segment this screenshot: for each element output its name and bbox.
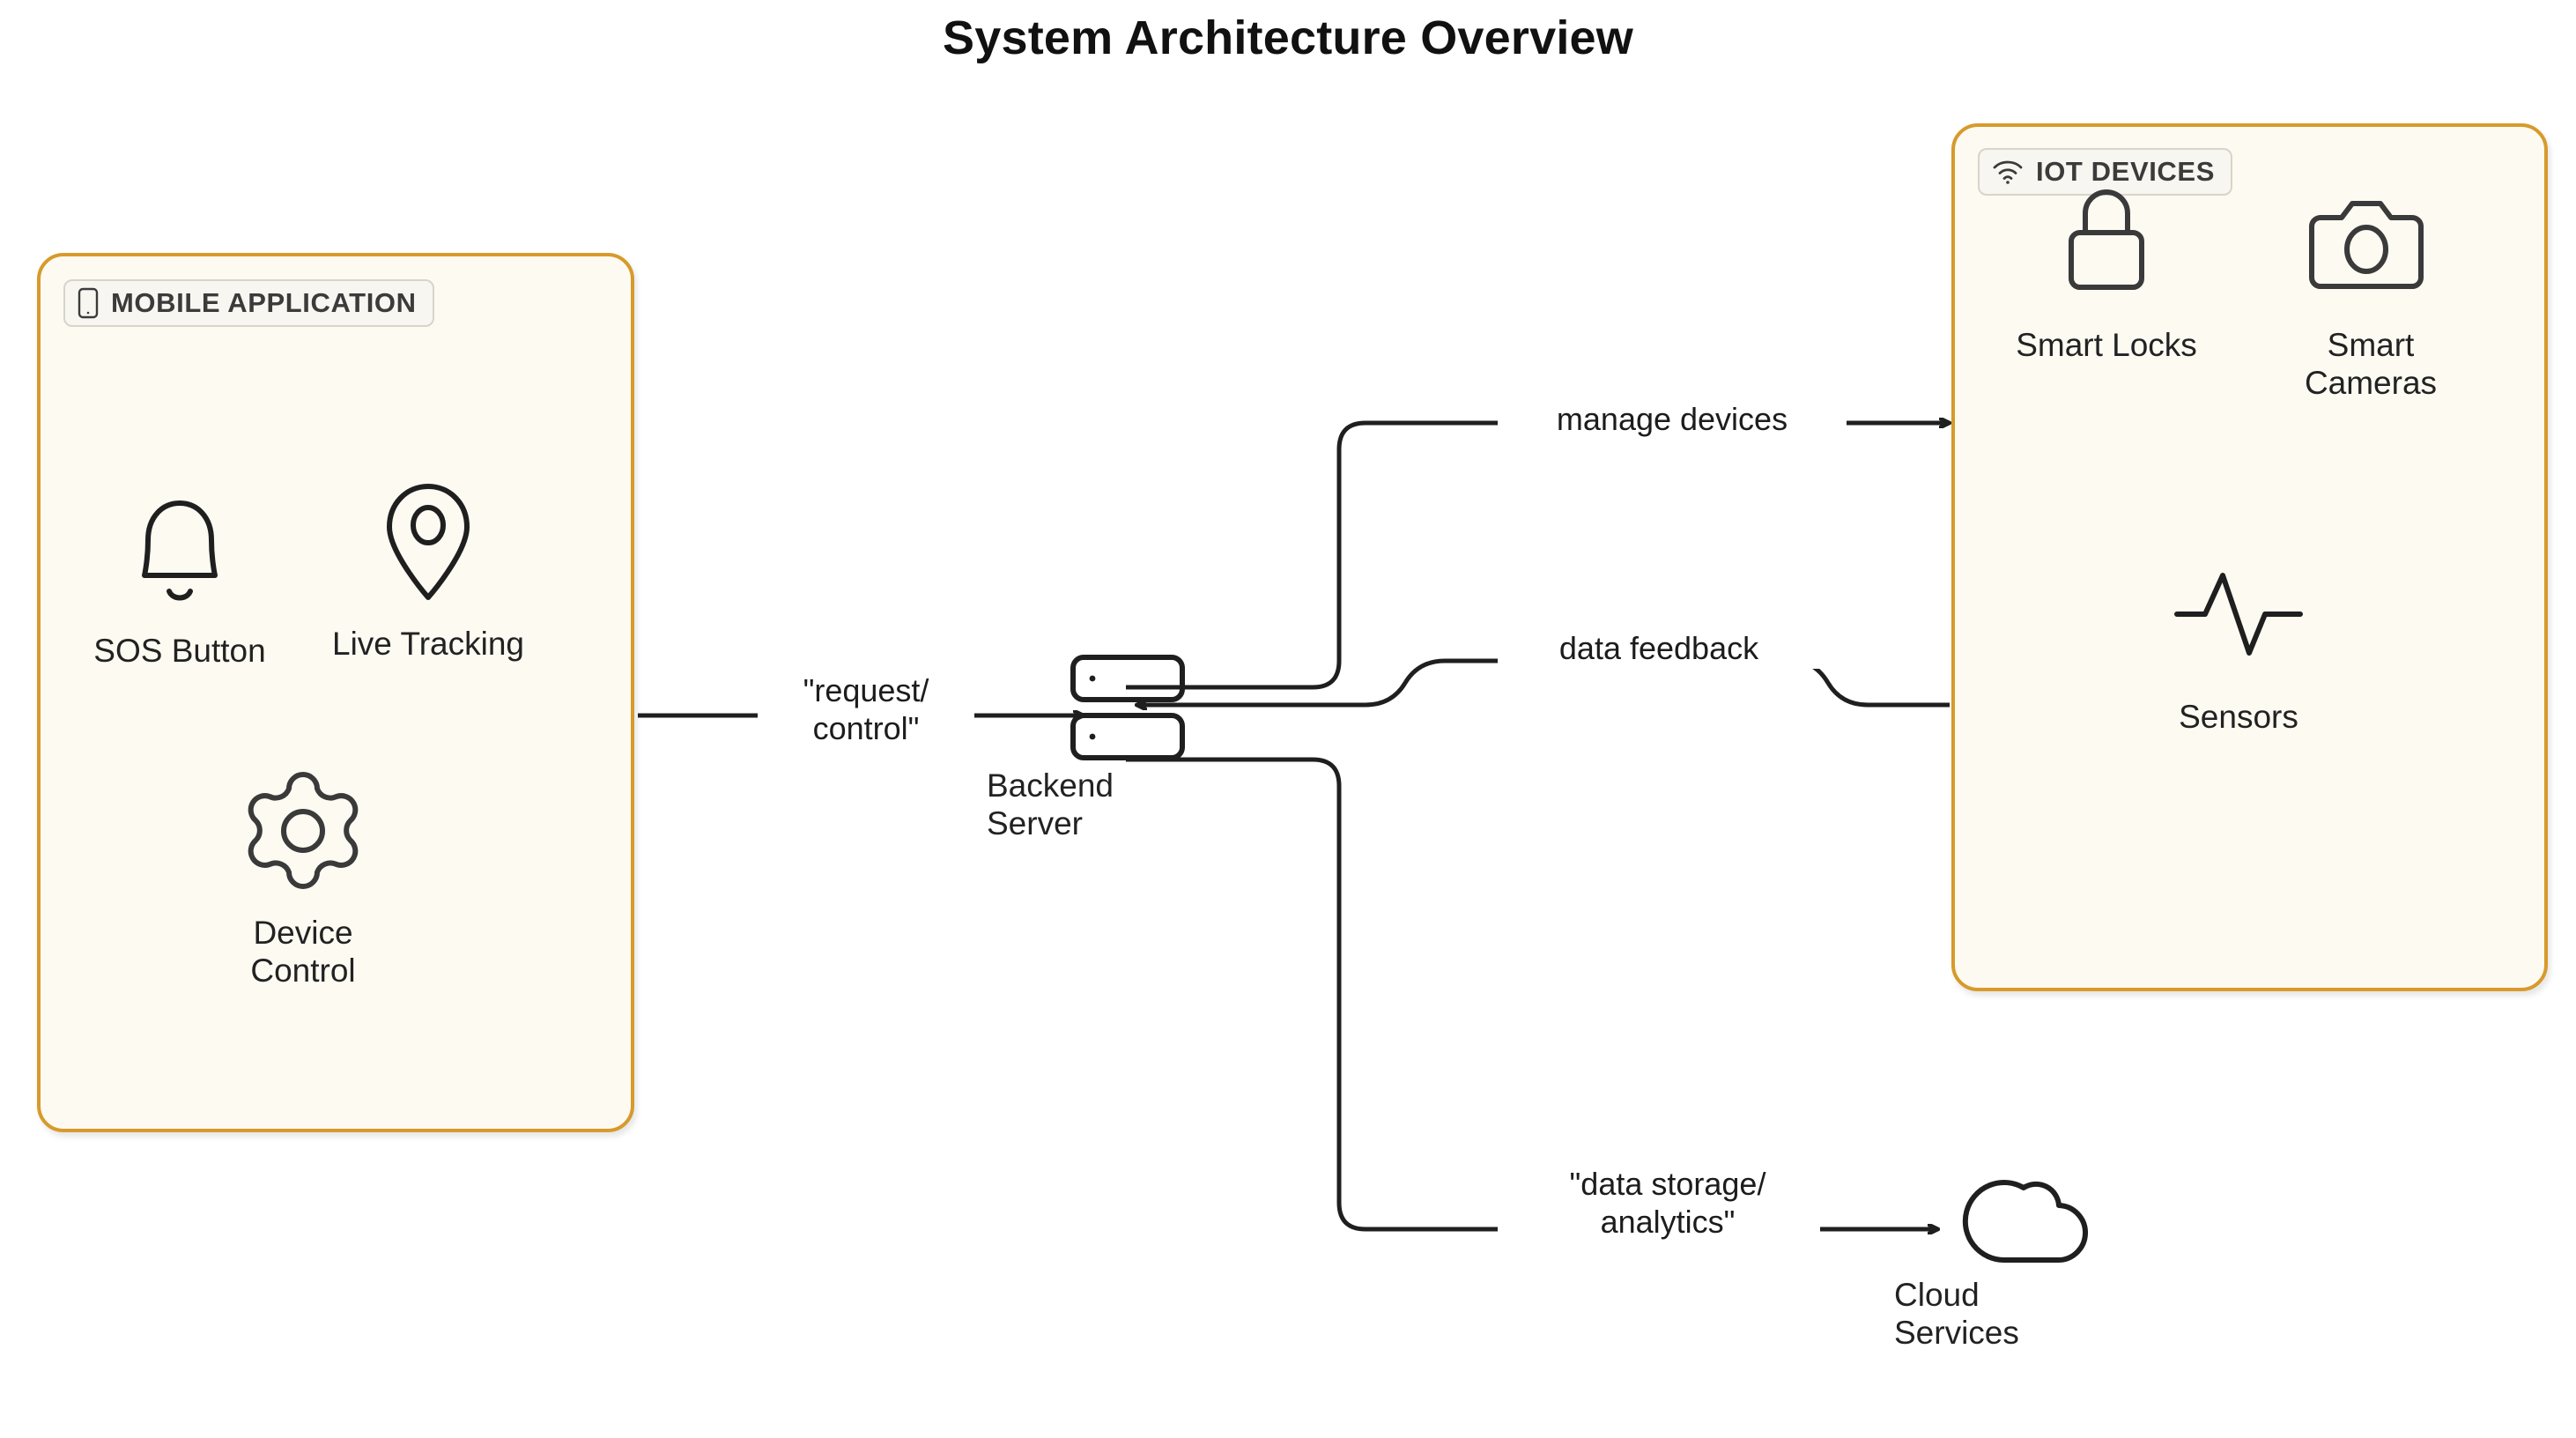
node-smart-locks[interactable]: Smart Locks xyxy=(1974,178,2239,364)
node-sensors[interactable]: Sensors xyxy=(2106,550,2371,736)
node-label-sensors: Sensors xyxy=(2179,699,2298,735)
wifi-icon xyxy=(1992,159,2024,185)
node-label-cloud-services: Cloud Services xyxy=(1894,1277,2019,1352)
node-backend-server[interactable]: Backend Server xyxy=(987,652,1269,843)
group-mobile-application[interactable]: MOBILE APPLICATION SOS Button Live Track… xyxy=(37,253,634,1132)
node-cloud-services[interactable]: Cloud Services xyxy=(1894,1161,2176,1353)
node-label-smart-locks: Smart Locks xyxy=(2016,327,2197,363)
cloud-icon xyxy=(1894,1161,2176,1276)
group-badge-mobile-application: MOBILE APPLICATION xyxy=(63,279,434,327)
node-label-device-control: Device Control xyxy=(250,915,356,990)
edge-label-data-storage: "data storage/ analytics" xyxy=(1515,1163,1820,1243)
gear-icon xyxy=(237,766,369,898)
node-smart-cameras[interactable]: Smart Cameras xyxy=(2239,178,2503,403)
map-pin-icon xyxy=(366,477,490,609)
padlock-icon xyxy=(2045,178,2168,310)
camera-icon xyxy=(2305,178,2437,310)
group-badge-label-iot: IOT DEVICES xyxy=(2036,156,2215,187)
mobile-phone-icon xyxy=(78,287,99,319)
node-label-backend-server: Backend Server xyxy=(987,767,1114,842)
node-label-live-tracking: Live Tracking xyxy=(332,626,524,662)
group-badge-label-mobile: MOBILE APPLICATION xyxy=(111,287,417,318)
edge-label-manage-devices: manage devices xyxy=(1498,398,1847,441)
activity-pulse-icon xyxy=(2168,550,2309,682)
node-sos-button[interactable]: SOS Button xyxy=(48,484,312,670)
server-rack-icon xyxy=(987,652,1269,767)
page-title: System Architecture Overview xyxy=(943,11,1633,64)
node-label-smart-cameras: Smart Cameras xyxy=(2304,327,2438,402)
edge-label-data-feedback: data feedback xyxy=(1498,627,1820,670)
edge-label-request-control: "request/ control" xyxy=(758,670,974,750)
bell-icon xyxy=(118,484,241,616)
group-iot-devices[interactable]: IOT DEVICES Smart Locks Smart Cameras xyxy=(1951,123,2548,991)
node-label-sos-button: SOS Button xyxy=(93,633,266,669)
node-device-control[interactable]: Device Control xyxy=(171,766,435,990)
node-live-tracking[interactable]: Live Tracking xyxy=(296,477,560,663)
